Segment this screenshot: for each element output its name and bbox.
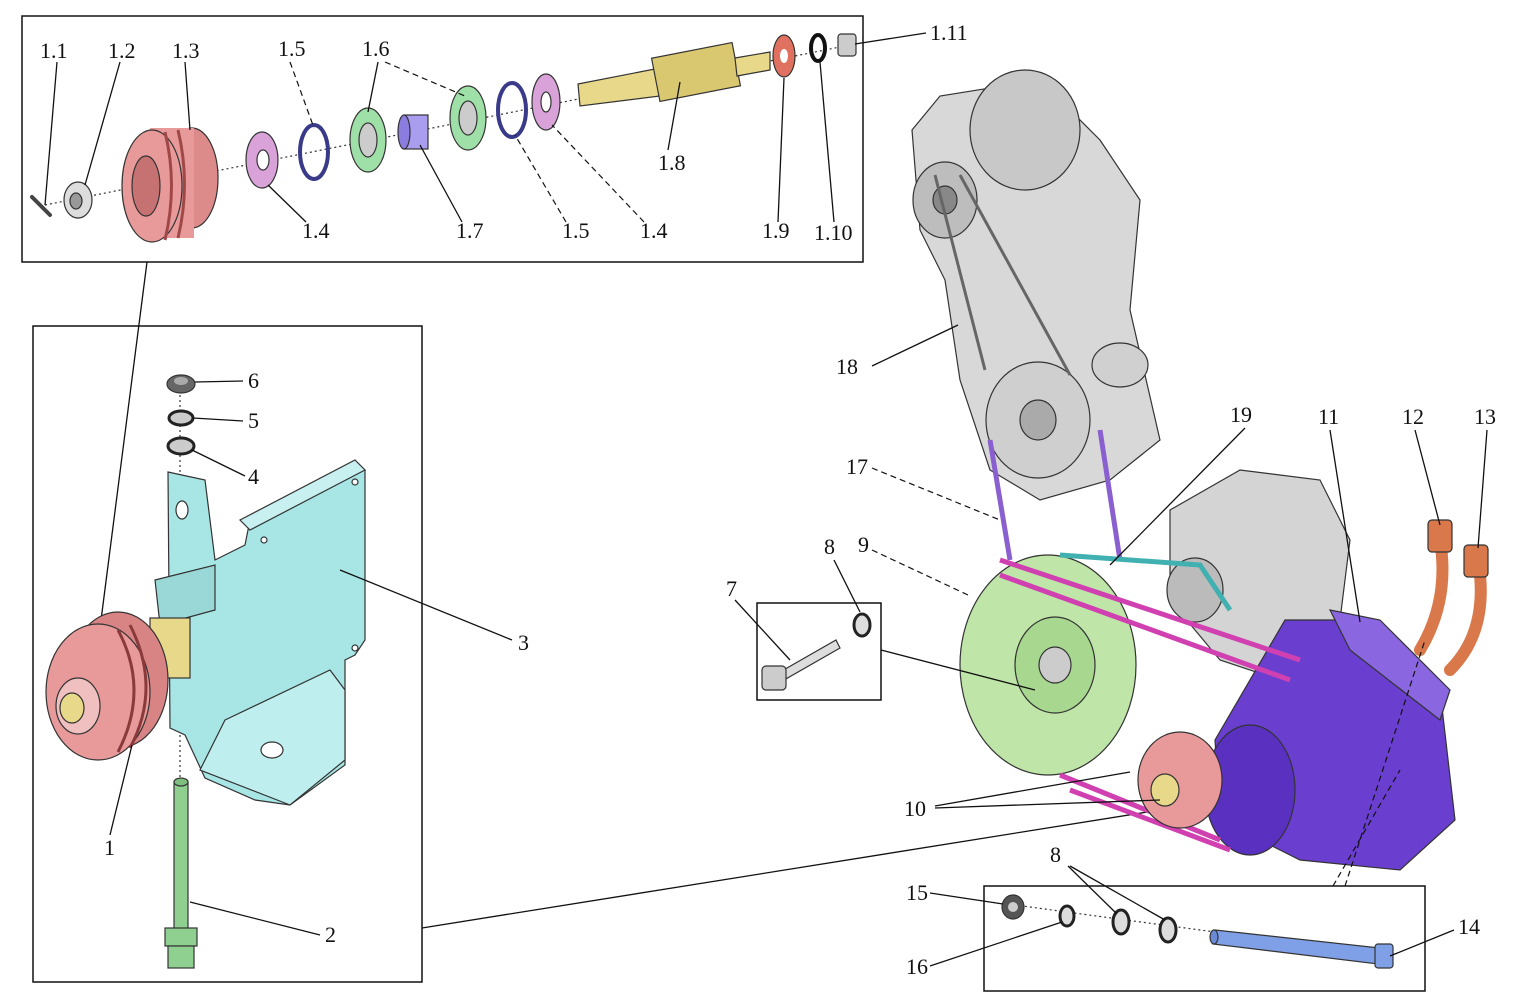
callout-line-bolt <box>880 649 1036 691</box>
bearing-right <box>449 85 487 151</box>
snap-ring-left <box>298 123 330 181</box>
nut-end <box>837 33 857 57</box>
label-8-top: 8 <box>824 534 835 559</box>
label-9: 9 <box>858 532 869 557</box>
label-1-8: 1.8 <box>658 150 686 175</box>
label-1-4-right: 1.4 <box>640 218 668 243</box>
washer-8-a <box>1111 908 1131 936</box>
label-7: 7 <box>726 576 737 601</box>
callout-line-pulley <box>99 261 148 629</box>
bushing <box>397 114 429 150</box>
long-bolt <box>164 777 198 969</box>
lock-nut <box>166 374 196 394</box>
label-1-3: 1.3 <box>172 38 200 63</box>
washer-left <box>245 131 279 189</box>
label-4: 4 <box>248 464 259 489</box>
label-1-11: 1.11 <box>930 20 968 45</box>
label-1-1: 1.1 <box>40 38 68 63</box>
washer-8-b <box>1158 916 1178 944</box>
spring-washer <box>809 33 827 63</box>
label-15: 15 <box>906 880 928 905</box>
label-19: 19 <box>1230 402 1252 427</box>
label-5: 5 <box>248 408 259 433</box>
pulley-assembled <box>45 611 191 761</box>
detail-frame-bolt <box>756 602 882 701</box>
label-11: 11 <box>1318 404 1339 429</box>
pulley-detail <box>121 127 219 243</box>
shaft <box>577 41 771 107</box>
label-6: 6 <box>248 368 259 393</box>
label-1-10: 1.10 <box>814 220 853 245</box>
label-1-4-left: 1.4 <box>302 218 330 243</box>
callout-line-bottom-a <box>1332 769 1401 887</box>
label-1-7: 1.7 <box>456 218 484 243</box>
spring-washer-16 <box>1058 904 1076 928</box>
nut-15 <box>1001 894 1025 920</box>
flat-washer-4 <box>166 436 196 456</box>
castle-nut <box>63 181 93 219</box>
snap-ring-right <box>496 81 528 139</box>
hex-bolt <box>761 639 841 691</box>
label-13: 13 <box>1474 404 1496 429</box>
cotter-pin <box>30 195 52 217</box>
label-1-5-top: 1.5 <box>278 36 306 61</box>
label-1-5-bottom: 1.5 <box>562 218 590 243</box>
label-16: 16 <box>906 954 928 979</box>
label-1: 1 <box>104 835 115 860</box>
label-14: 14 <box>1458 914 1480 939</box>
bearing-left <box>349 107 387 173</box>
detail-frame-left <box>32 325 423 983</box>
label-18: 18 <box>836 354 858 379</box>
long-bolt-14 <box>1209 929 1394 969</box>
mounting-bracket <box>154 459 367 806</box>
label-1-9: 1.9 <box>762 218 790 243</box>
label-17: 17 <box>846 454 868 479</box>
detail-frame-top <box>21 15 864 263</box>
callout-line-assembly <box>421 809 1161 929</box>
label-12: 12 <box>1402 404 1424 429</box>
spring-washer-5 <box>167 409 195 427</box>
label-1-6: 1.6 <box>362 36 390 61</box>
washer-red <box>772 34 796 78</box>
label-2: 2 <box>325 922 336 947</box>
detail-frame-bottom <box>983 885 1426 992</box>
callout-line-bottom-b <box>1344 639 1426 887</box>
washer-8-top <box>852 612 872 638</box>
engine-assembly <box>911 69 1489 871</box>
label-8-bottom: 8 <box>1050 842 1061 867</box>
label-3: 3 <box>518 630 529 655</box>
washer-right <box>531 73 561 131</box>
label-10: 10 <box>904 796 926 821</box>
label-1-2: 1.2 <box>108 38 136 63</box>
